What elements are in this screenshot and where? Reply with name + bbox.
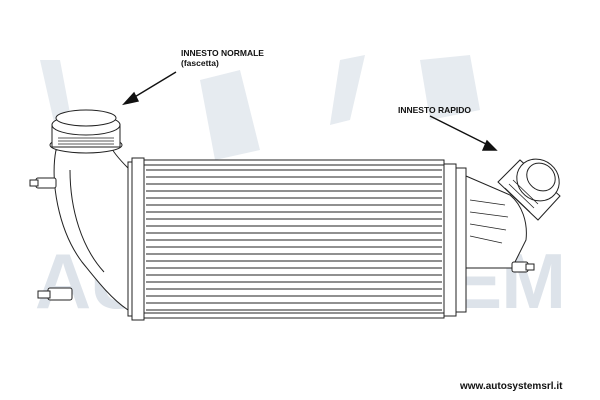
left-inlet-pipe	[29, 109, 129, 311]
right-outlet-pipe	[465, 158, 561, 273]
radiator-core	[143, 159, 445, 319]
website-url: www.autosystemsrl.it	[460, 381, 563, 392]
right-end-tank	[443, 163, 467, 317]
radiator-fins	[146, 169, 442, 311]
left-end-tank	[127, 157, 145, 321]
watermark-shapes	[40, 55, 480, 160]
arrow-pointer-icon	[122, 71, 177, 106]
label-innesto-rapido: INNESTO RAPIDO	[398, 105, 472, 115]
label-innesto-normale: INNESTO NORMALE	[181, 48, 264, 58]
label-fascetta: (fascetta)	[181, 58, 219, 68]
arrow-pointer-icon	[429, 115, 498, 151]
